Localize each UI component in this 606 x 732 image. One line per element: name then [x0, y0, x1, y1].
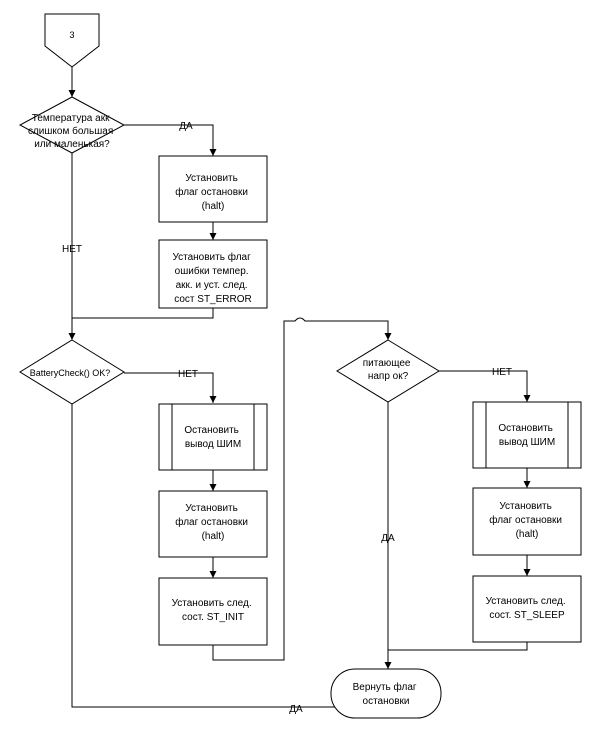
decision-supply-voltage: питающее напр ок?	[336, 339, 440, 403]
edge-label-battery-yes: ДА	[289, 704, 303, 715]
svg-text:Вернуть флаг остановки: Вернуть флаг остановки	[353, 681, 420, 707]
box-stop-pwm-2: Остановить вывод ШИМ	[472, 401, 582, 469]
decision-battery-label: BatteryCheck() OK?	[30, 368, 111, 378]
box-set-state-sleep: Установить след. сост. ST_SLEEP	[472, 575, 582, 643]
edge-label-temp-no: НЕТ	[62, 244, 82, 255]
svg-text:Установить след. сост. S: Установить след. сост. ST_SLEEP	[486, 596, 569, 621]
box-set-halt-flag-1: Установить флаг остановки (halt)	[158, 155, 268, 223]
edge-temperror-to-battery	[72, 308, 214, 319]
edge-voltage-no	[439, 370, 531, 402]
svg-text:Остановить вывод ШИМ: Остановить вывод ШИМ	[498, 423, 555, 448]
edge-temp-yes	[124, 124, 217, 156]
svg-text:Установить флаг остановк: Установить флаг остановки (halt)	[489, 501, 565, 540]
svg-text:Остановить вывод ШИМ: Остановить вывод ШИМ	[184, 425, 241, 450]
svg-text:питающее напр ок?: питающее напр ок?	[363, 358, 414, 382]
decision-battery-check: BatteryCheck() OK?	[19, 339, 125, 405]
edge-label-voltage-yes: ДА	[381, 533, 395, 544]
box-stop-pwm-1: Остановить вывод ШИМ	[158, 403, 268, 471]
edge-init-to-voltage	[212, 317, 392, 661]
svg-text:Установить флаг остановк: Установить флаг остановки (halt)	[175, 503, 251, 542]
svg-text:Установить флаг ошибки т: Установить флаг ошибки темпер. акк. и ус…	[172, 251, 253, 305]
box-set-temp-error: Установить флаг ошибки темпер. акк. и ус…	[158, 239, 268, 309]
edges	[68, 67, 531, 711]
svg-text:Установить флаг остановк: Установить флаг остановки (halt)	[175, 173, 251, 212]
connector-3: 3	[44, 13, 100, 68]
terminator-return-halt-flag: Вернуть флаг остановки	[330, 668, 442, 719]
edge-battery-no	[124, 372, 217, 403]
edge-label-temp-yes: ДА	[179, 121, 193, 132]
edge-sleep-to-return	[388, 642, 528, 651]
box-set-state-init: Установить след. сост. ST_INIT	[158, 577, 268, 646]
edge-label-voltage-no: НЕТ	[492, 367, 512, 378]
box-set-halt-flag-2: Установить флаг остановки (halt)	[158, 490, 268, 558]
edge-battery-yes	[71, 404, 384, 711]
svg-text:Установить след. сост. S: Установить след. сост. ST_INIT	[172, 598, 255, 623]
edge-label-battery-no: НЕТ	[178, 369, 198, 380]
connector-label: 3	[69, 30, 74, 40]
decision-temperature: Температура акк слишком большая или мале…	[18, 96, 126, 154]
decision-temperature-label: Температура акк слишком большая или мале…	[28, 113, 116, 150]
box-set-halt-flag-3: Установить флаг остановки (halt)	[472, 487, 582, 556]
